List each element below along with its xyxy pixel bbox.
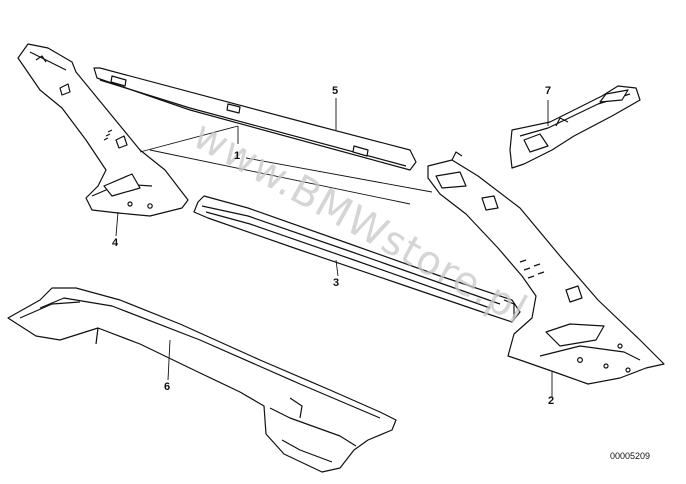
part-7-bracket[interactable] [509,85,641,169]
callout-5: 5 [332,85,339,97]
part-6-cowl-panel[interactable] [7,287,397,473]
leader-lines [115,98,553,398]
part-3-cowl-seal[interactable] [193,195,521,323]
diagram-code: 00005209 [609,451,650,461]
part-4-left-pillar-trim[interactable] [17,43,189,217]
callout-6: 6 [164,381,171,393]
part-2-right-pillar-trim[interactable] [427,151,665,385]
callout-2: 2 [548,395,555,407]
callout-1: 1 [234,150,241,162]
callout-3: 3 [333,277,340,289]
part-5-cowl-strip[interactable] [93,67,417,171]
callout-7: 7 [545,85,552,97]
callout-4: 4 [112,237,119,249]
